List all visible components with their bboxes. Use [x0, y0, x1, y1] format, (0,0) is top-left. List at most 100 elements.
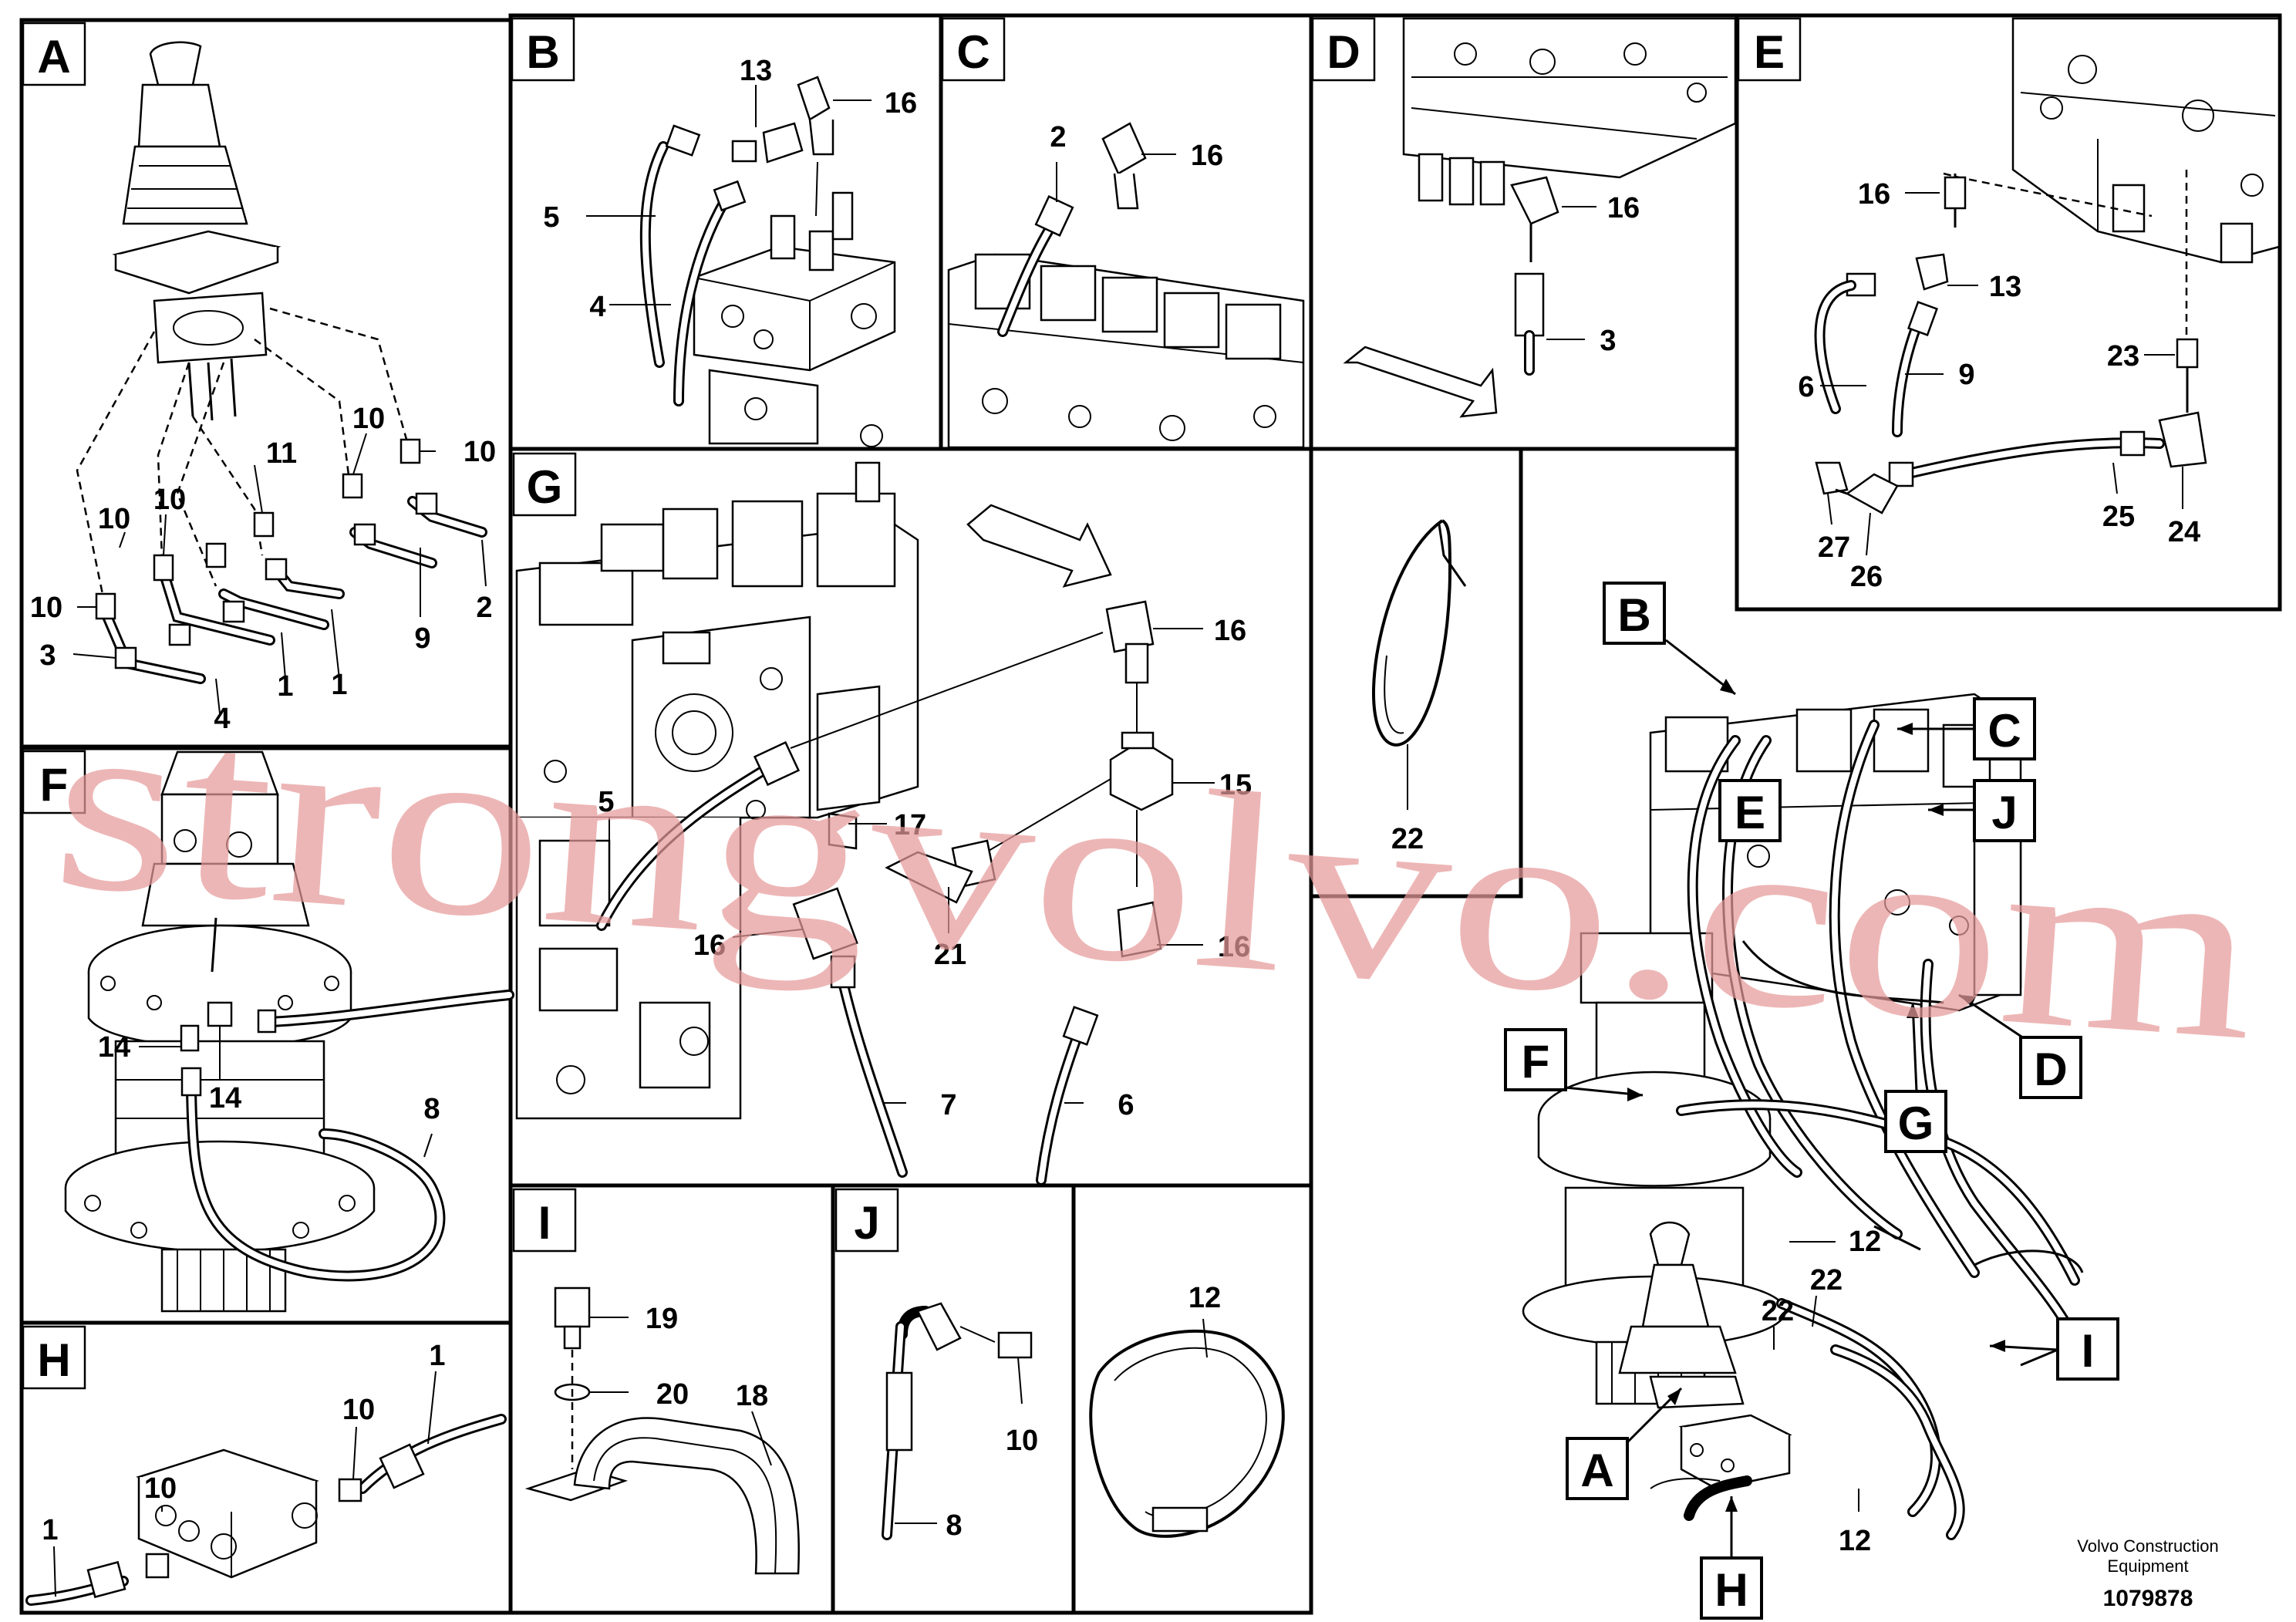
panel-c: C 2 16: [941, 17, 1305, 449]
label-i-20: 20: [656, 1378, 689, 1411]
label-a-10-2: 10: [98, 503, 130, 535]
label-e-13: 13: [1989, 271, 2021, 303]
label-i-18: 18: [736, 1380, 768, 1412]
panel-cable-tie: 22: [1372, 519, 1467, 855]
panel-a: A: [22, 22, 496, 735]
panel-d: D 16 3: [1311, 17, 1737, 418]
label-a-1-1: 1: [277, 670, 293, 703]
panel-letter-box-e: [1737, 17, 1802, 82]
overview-callout-e: E: [1735, 787, 1765, 838]
panel-letter-box-j: [834, 1188, 899, 1253]
panel-f: F 14 14 8: [22, 750, 514, 1313]
panel-letter-box-h: [22, 1325, 86, 1390]
panel-clamp: 12: [1089, 1282, 1285, 1538]
overview-box-e: [1718, 779, 1782, 842]
manifold-block-h: [136, 1448, 319, 1579]
label-e-23: 23: [2107, 340, 2139, 373]
panel-letter-a: A: [37, 31, 70, 83]
label-d-16: 16: [1607, 192, 1640, 224]
overview-assembly: [1522, 693, 2088, 1540]
label-b-5: 5: [543, 201, 559, 234]
label-e-24: 24: [2168, 516, 2200, 548]
panel-letter-c: C: [956, 26, 990, 78]
label-a-10-1: 10: [30, 592, 62, 624]
label-b-4: 4: [589, 291, 605, 323]
panel-letter-box-b: [511, 17, 575, 82]
panel-letter-f: F: [40, 759, 69, 811]
label-g-16-3: 16: [1218, 931, 1250, 963]
footer-doc-number: 1079878: [2103, 1586, 2193, 1611]
overview-box-a: [1566, 1437, 1629, 1500]
label-b-16: 16: [885, 87, 917, 120]
label-a-9: 9: [414, 622, 430, 655]
overview-callout-f: F: [1522, 1036, 1550, 1088]
direction-arrow-g: [966, 504, 1112, 588]
panel-letter-box-g: [512, 452, 577, 517]
overview-callout-c: C: [1988, 705, 2021, 757]
panel-letter-box-d: [1311, 17, 1376, 82]
overview-callout-a: A: [1580, 1445, 1613, 1496]
panel-letter-b: B: [526, 26, 559, 78]
overview-box-i: [2056, 1317, 2119, 1381]
label-a-10-4: 10: [352, 403, 385, 435]
panel-i: I 19 20 18: [512, 1188, 800, 1575]
label-b-13: 13: [740, 55, 772, 87]
main-valve-g: [515, 461, 919, 1120]
valve-block-e: [2011, 17, 2281, 264]
label-f-14-1: 14: [98, 1031, 130, 1064]
label-a-11: 11: [266, 437, 297, 470]
overview-label-22-2: 22: [1762, 1295, 1794, 1327]
valve-block-c: [947, 253, 1305, 449]
label-a-3: 3: [39, 639, 56, 672]
panel-letter-j: J: [854, 1197, 879, 1249]
label-g-16-2: 16: [693, 929, 726, 962]
label-d-3: 3: [1600, 325, 1616, 357]
label-g-5: 5: [598, 786, 614, 818]
label-j-10: 10: [1006, 1425, 1038, 1457]
panel-a-callouts: [72, 433, 487, 714]
overview-label-12-2: 12: [1839, 1525, 1871, 1557]
overview-label-22-1: 22: [1810, 1264, 1843, 1297]
overview-callout-b: B: [1617, 589, 1650, 641]
swing-motor-f: [64, 750, 376, 1313]
label-a-4: 4: [214, 703, 230, 735]
label-g-7: 7: [940, 1089, 956, 1121]
overview-box-d: [2019, 1036, 2082, 1099]
label-g-6: 6: [1118, 1089, 1134, 1121]
panel-e: E 16: [1737, 17, 2281, 593]
panel-g: G: [512, 452, 1252, 1185]
joystick-pilot-lines: [76, 307, 487, 684]
overview-callout-h: H: [1714, 1564, 1748, 1616]
panel-h: H 10 1 10 1: [22, 1325, 507, 1606]
panel-letter-g: G: [527, 461, 563, 513]
label-h-1-1: 1: [42, 1514, 58, 1546]
label-a-2: 2: [476, 592, 492, 624]
label-e-9: 9: [1958, 359, 1974, 391]
label-a-10-5: 10: [464, 436, 496, 468]
overview-box-h: [1700, 1556, 1763, 1620]
overview-box-c: [1973, 697, 2036, 760]
overview-callout-d: D: [2034, 1044, 2067, 1095]
label-c-2: 2: [1050, 121, 1066, 153]
label-g-17: 17: [894, 809, 926, 841]
panel-letter-box-f: [22, 750, 86, 814]
overview-callout-j: J: [1991, 787, 2017, 838]
overview-callout-g: G: [1898, 1098, 1934, 1149]
label-h-10-1: 10: [144, 1472, 177, 1505]
label-e-27: 27: [1818, 531, 1850, 564]
label-h-1-2: 1: [429, 1340, 445, 1372]
valve-block-d: [1402, 17, 1737, 206]
label-e-6: 6: [1798, 371, 1814, 403]
label-tie-22: 22: [1391, 823, 1424, 855]
label-g-15: 15: [1219, 769, 1252, 801]
label-e-16: 16: [1858, 178, 1890, 211]
label-f-14-2: 14: [209, 1082, 241, 1114]
overview-callouts: B C E J F G D I A H: [1504, 582, 2119, 1620]
label-f-8: 8: [423, 1093, 440, 1125]
panel-letter-d: D: [1327, 26, 1360, 78]
panel-letter-box-i: [512, 1188, 577, 1253]
panel-letter-box-c: [941, 17, 1006, 82]
direction-arrow-d: [1343, 346, 1498, 418]
panel-letter-e: E: [1754, 26, 1785, 78]
